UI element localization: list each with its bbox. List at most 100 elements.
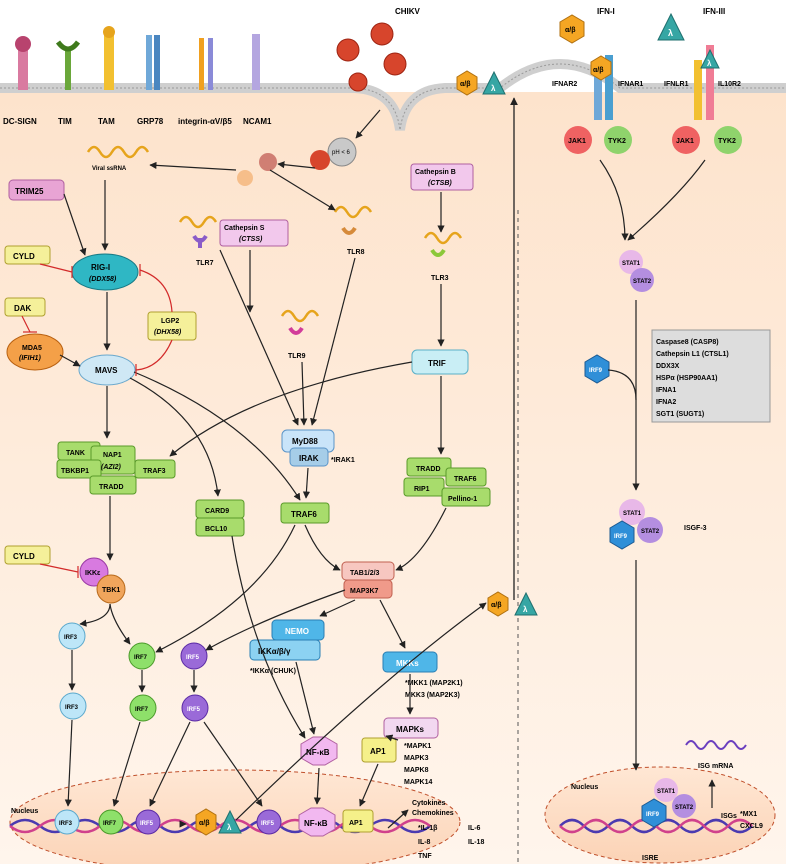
nuclear-ifn-lambda-label: λ: [227, 823, 232, 832]
irak-label: IRAK: [299, 454, 319, 463]
irf9-isgf3: [609, 520, 635, 550]
ifnar-ligand-label: α/β: [593, 67, 604, 74]
legend-row-5: IFNA2: [656, 399, 676, 406]
mapk8-label: MAPK8: [404, 767, 429, 774]
chikv-virus-icon: [336, 22, 407, 92]
lgp2-label: LGP2: [161, 318, 179, 325]
irf3-nuclear: [54, 809, 80, 835]
ifnlr-complex: [657, 12, 720, 120]
legend-box: [651, 329, 771, 423]
released-rna-icon: [237, 170, 253, 186]
nap1-complex: [56, 441, 176, 495]
cell-membrane: [0, 59, 786, 131]
arrow-tlr8-myd88: [310, 257, 356, 426]
dak-node: [4, 297, 46, 317]
mid-ifn-lambda-label: λ: [523, 605, 528, 614]
arrow-virus-endosome: [355, 109, 381, 139]
nfkb-nuclear: [298, 807, 336, 837]
arrow-mavs-traf6: [133, 371, 301, 501]
arrow-traf6-irf7: [155, 524, 296, 653]
jak1-right: [672, 126, 700, 154]
traf3-label: TRAF3: [143, 468, 166, 475]
cathepsin-s-node: [219, 219, 289, 247]
arrow-tlr7-myd88: [219, 249, 299, 426]
tlr3-receptor: [423, 231, 463, 257]
il1b-label: *IL-1β: [418, 825, 438, 832]
ikke-label: IKKε: [85, 570, 101, 577]
inhibit-lgp2-mavs: [135, 339, 173, 371]
ap1-nuclear: [342, 809, 374, 833]
myd88-label: MyD88: [292, 437, 318, 446]
label-ncam1: NCAM1: [243, 117, 272, 126]
ctsb-label: (CTSB): [428, 180, 452, 187]
ap1-node: [361, 737, 397, 763]
ctss-label: (CTSS): [239, 236, 263, 243]
label-tam: TAM: [98, 117, 115, 126]
arrow-jak-stat-right: [627, 159, 706, 241]
cyld-label: CYLD: [13, 252, 35, 261]
endosome: [327, 137, 357, 167]
legend-row-0: Caspase8 (CASP8): [656, 339, 719, 346]
irf5-dimer-label: IRF5: [187, 707, 201, 713]
arrow-endosome-release: [277, 161, 316, 169]
mda5-label: MDA5: [22, 345, 42, 352]
mx1-label: *MX1: [740, 811, 757, 818]
irf7-nuclear-label: IRF7: [103, 821, 117, 827]
arrow-map3k7-irf5: [205, 589, 346, 651]
bcl10-node: [195, 517, 245, 537]
mid-ifn-ab-label: α/β: [491, 602, 502, 609]
cyld2-label: CYLD: [13, 552, 35, 561]
irf7-dimer: [129, 694, 157, 722]
stat2-upper: [630, 268, 654, 292]
tlr7-label: TLR7: [196, 260, 214, 267]
jak1-right-label: JAK1: [676, 138, 694, 145]
tab-label: TAB1/2/3: [350, 570, 380, 577]
map3k7-label: MAP3K7: [350, 588, 379, 595]
tyk2-left: [604, 126, 632, 154]
il10r2-label: IL10R2: [718, 81, 741, 88]
rig-i-label: RIG-I: [91, 263, 110, 272]
receptor-tim: [55, 40, 81, 90]
jak1-left: [564, 126, 592, 154]
viral-ssrna-icon: [86, 145, 150, 159]
ifn3-ligand-label: λ: [668, 28, 673, 38]
nuclear-ifn-lambda-icon: [218, 809, 242, 834]
chemokines-title: Chemokines: [412, 810, 454, 817]
nucleus-right-label: Nucleus: [571, 784, 598, 791]
nuclear-ifn-ab-label: α/β: [199, 820, 210, 827]
arrow-map3k7-nemo: [319, 599, 356, 617]
endosome-virus-icon: [310, 150, 330, 170]
arrow-mapks-ap1: [385, 734, 399, 742]
trim25-label: TRIM25: [15, 187, 44, 196]
arrow-tradd-tab: [395, 507, 447, 571]
mapks-node: [383, 717, 439, 739]
nemo-label: NEMO: [285, 627, 309, 636]
arrow-trif-nap1: [169, 361, 413, 457]
irf5-dimer: [181, 694, 209, 722]
ifnar1-label: IFNAR1: [618, 81, 643, 88]
uncoating-icon: [259, 153, 277, 171]
stat2-upper-label: STAT2: [633, 279, 652, 285]
arrow-release-rna: [149, 161, 237, 171]
mapks-label: MAPKs: [396, 725, 425, 734]
tyk2-right: [714, 126, 742, 154]
secreted-ifn-ab-icon: [456, 70, 478, 96]
nap1-label: NAP1: [103, 452, 122, 459]
arrow-ikk-nfkb: [295, 661, 316, 735]
tradd2-label: TRADD: [416, 466, 441, 473]
legend-row-4: IFNA1: [656, 387, 676, 394]
pellino-label: Pellino-1: [448, 496, 477, 503]
arrow-tbk1-irf3: [79, 603, 111, 627]
ifnlr-ligand-label: λ: [707, 59, 712, 68]
stat2-nuclear-label: STAT2: [675, 805, 694, 811]
nfkb-label: NF-κB: [306, 748, 330, 757]
stat2-nuclear: [672, 794, 696, 818]
irf5-nuclear: [135, 809, 161, 835]
azi2-label: (AZI2): [101, 464, 122, 471]
irf7-node: [128, 642, 156, 670]
irf5-label: IRF5: [186, 655, 200, 661]
ikk-node: [249, 639, 321, 661]
ap1-label: AP1: [370, 747, 386, 756]
irf5-nuclear-2: [256, 809, 282, 835]
arrow-traf6-tab: [304, 524, 341, 571]
